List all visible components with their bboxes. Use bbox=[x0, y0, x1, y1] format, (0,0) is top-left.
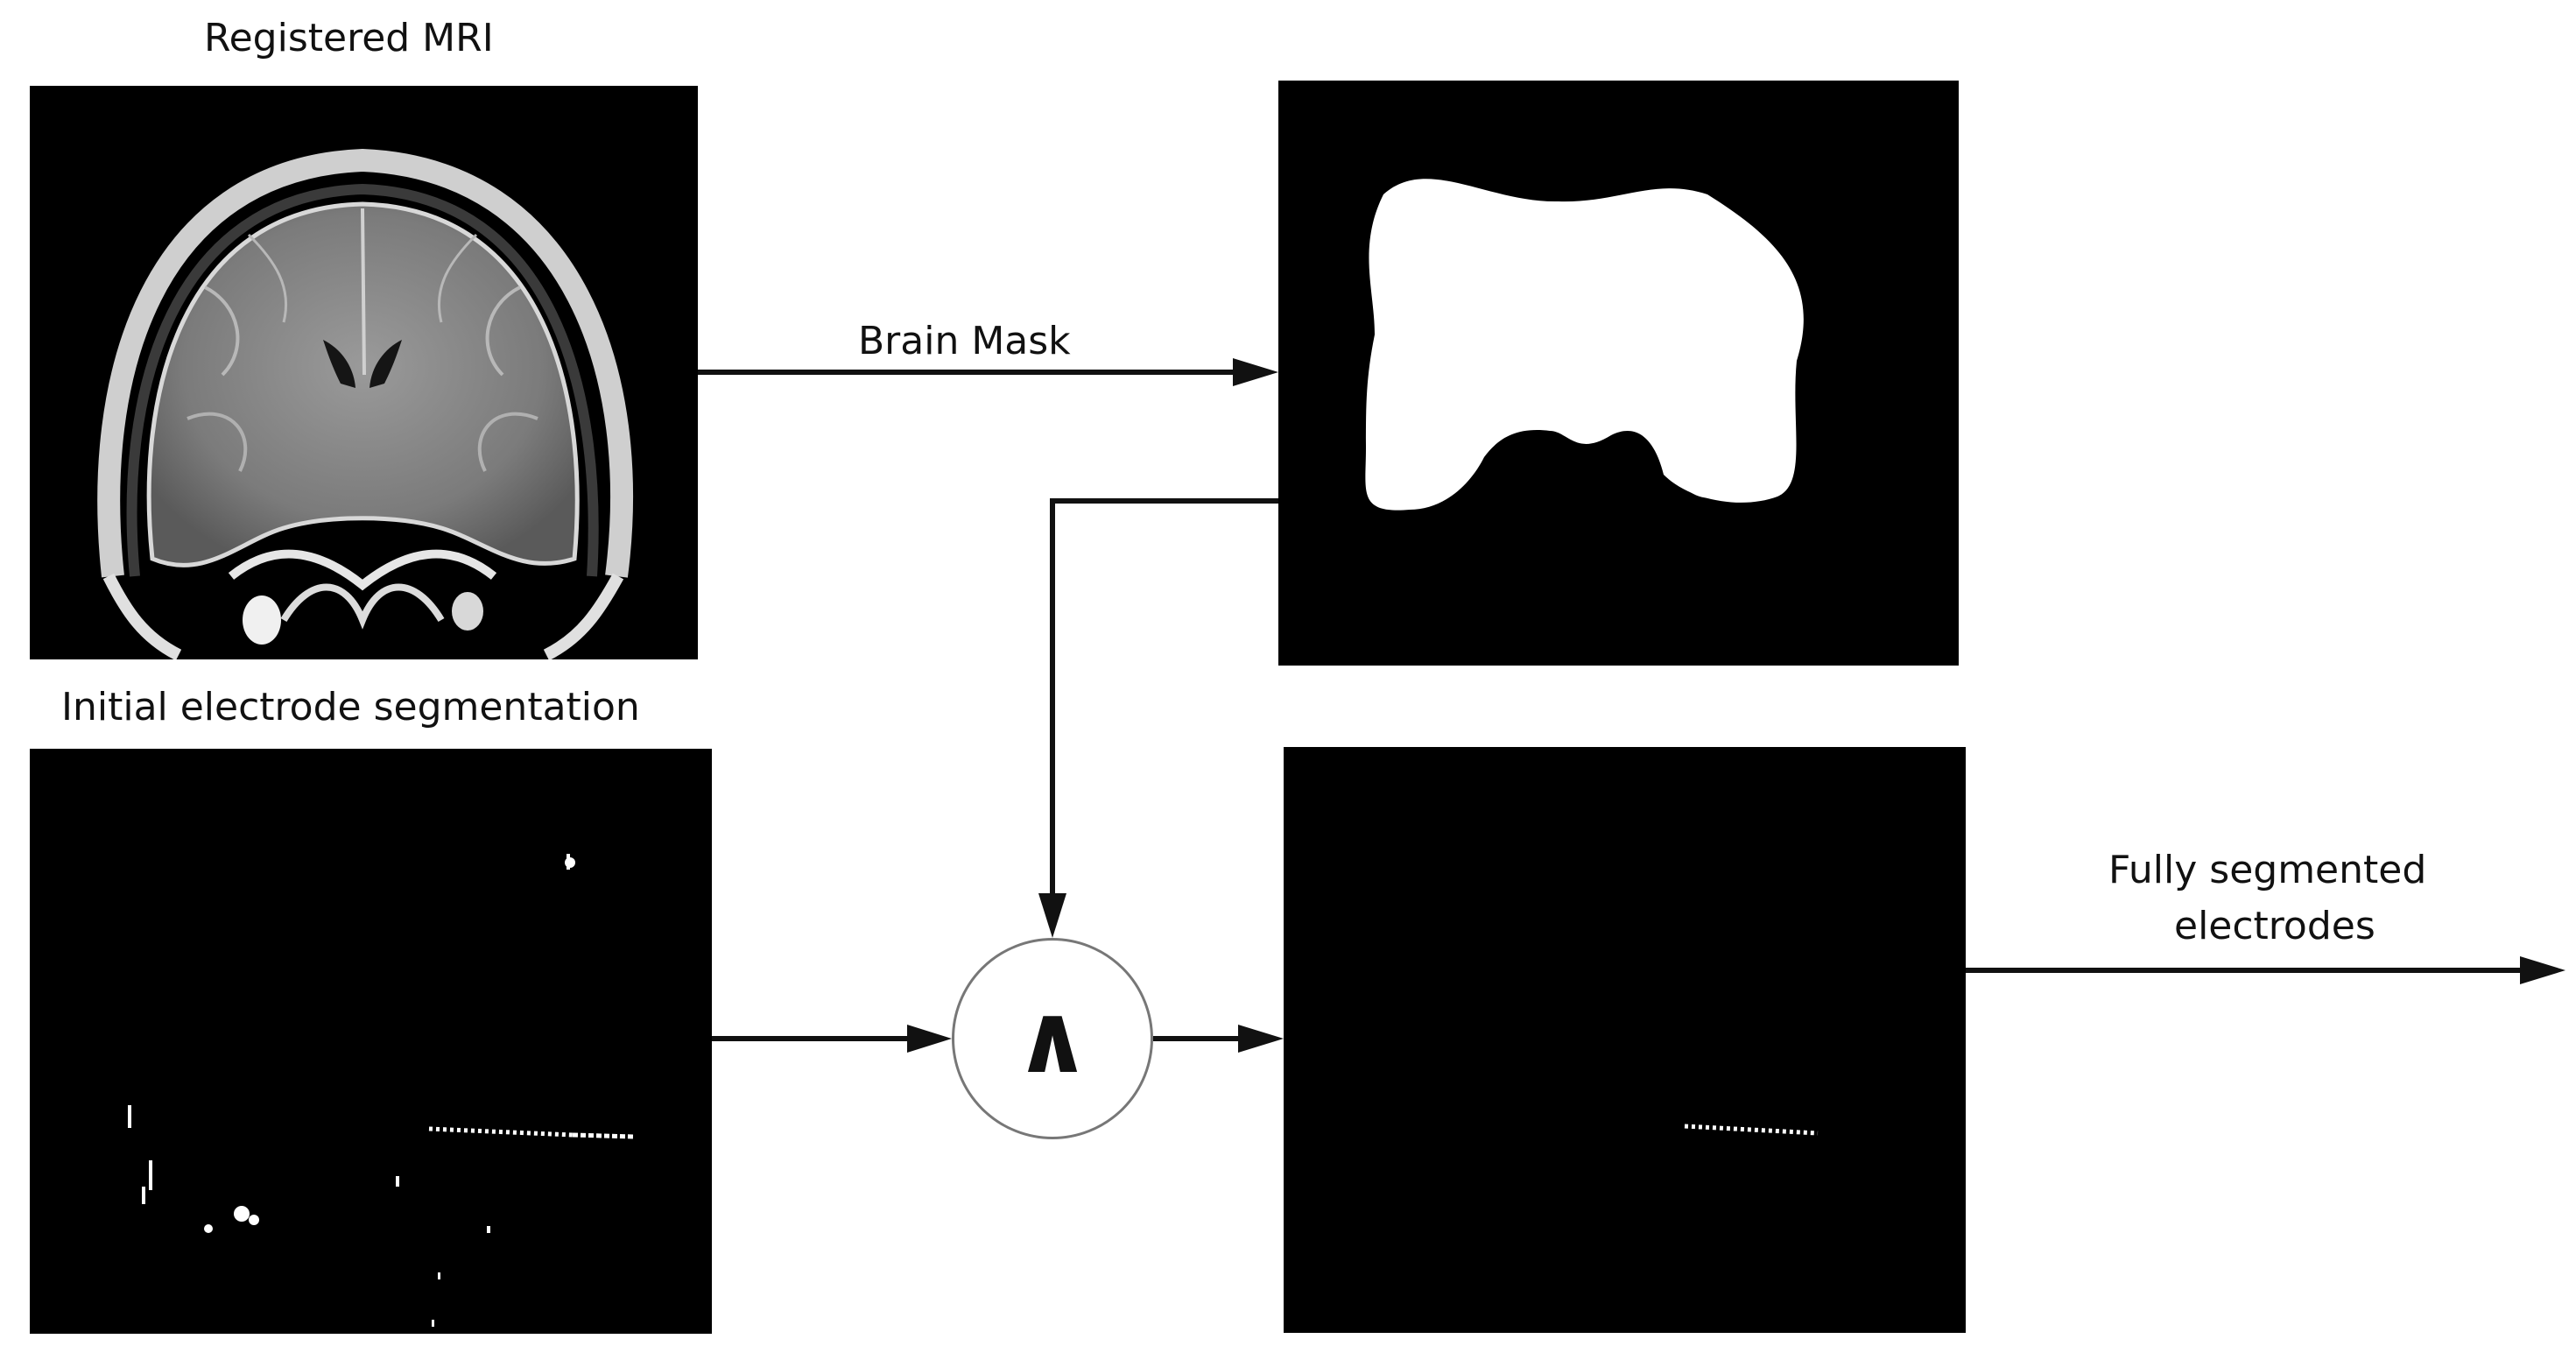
brain-mask-graphic bbox=[1365, 179, 1804, 511]
brain-mask-image bbox=[1278, 81, 1959, 666]
initial-segmentation-label: Initial electrode segmentation bbox=[61, 685, 640, 729]
mri-slice-graphic bbox=[97, 148, 633, 659]
brain-mask-label: Brain Mask bbox=[858, 319, 1071, 363]
fully-segmented-label-line1: Fully segmented bbox=[2108, 848, 2427, 892]
and-operator: ∧ bbox=[952, 938, 1153, 1139]
registered-mri-label: Registered MRI bbox=[204, 16, 494, 60]
final-segmentation-image bbox=[1284, 747, 1966, 1333]
mri-image bbox=[30, 86, 698, 659]
initial-segmentation-image bbox=[30, 749, 712, 1334]
and-operator-symbol: ∧ bbox=[1013, 983, 1092, 1095]
arrow-mask-to-and bbox=[1050, 498, 1278, 893]
fully-segmented-label-line2: electrodes bbox=[2174, 904, 2375, 948]
final-segmentation-graphic bbox=[1684, 1124, 1819, 1136]
initial-segmentation-graphic bbox=[128, 854, 635, 1327]
